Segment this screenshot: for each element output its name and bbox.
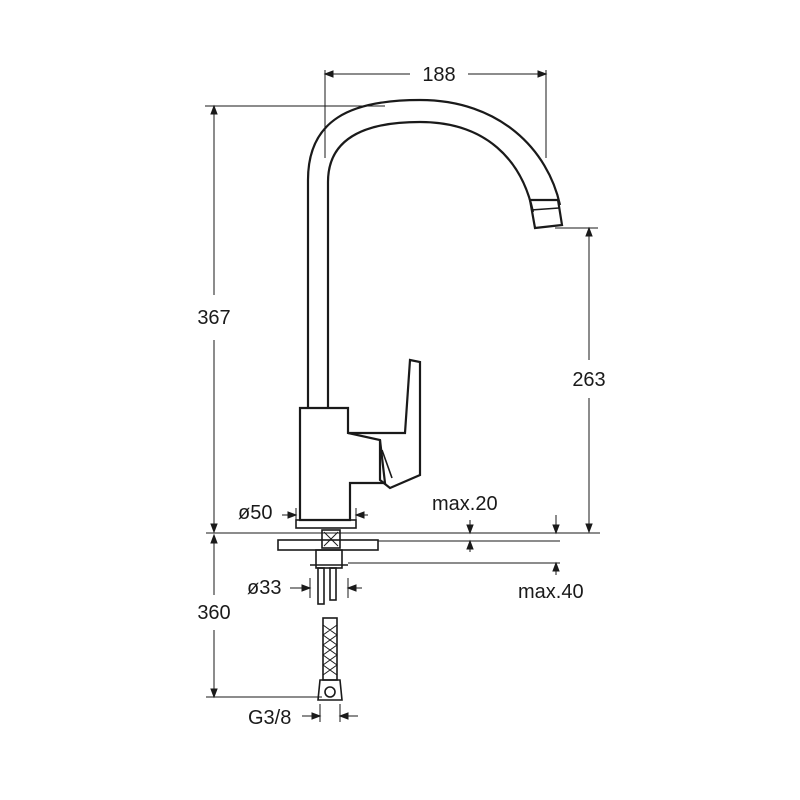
dim-spout-reach: 188: [422, 64, 455, 86]
dim-outlet-height: 263: [572, 369, 605, 391]
lever-handle: [348, 358, 422, 490]
dim-max-deck-b: max.40: [518, 581, 584, 603]
shank: [315, 549, 343, 569]
supply-hose: [317, 617, 343, 701]
dimension-lines: [205, 70, 600, 722]
spout-inner: [326, 120, 535, 408]
nut: [321, 529, 341, 549]
hose-fitting: [317, 679, 343, 701]
dim-base-diameter: ø50: [238, 502, 272, 524]
dim-max-deck-a: max.20: [432, 493, 498, 515]
dim-shank-diameter: ø33: [247, 577, 281, 599]
spout-outer: [306, 98, 562, 408]
dim-total-height: 367: [197, 307, 230, 329]
mixer-body: [298, 406, 387, 522]
faucet-outline: [298, 98, 564, 522]
base-assembly: [277, 519, 379, 605]
spout-tip: [528, 198, 564, 230]
threaded-stud: [317, 567, 325, 605]
dim-connection-thread: G3/8: [248, 707, 291, 729]
base-flange: [295, 519, 357, 529]
dim-hose-length: 360: [197, 602, 230, 624]
